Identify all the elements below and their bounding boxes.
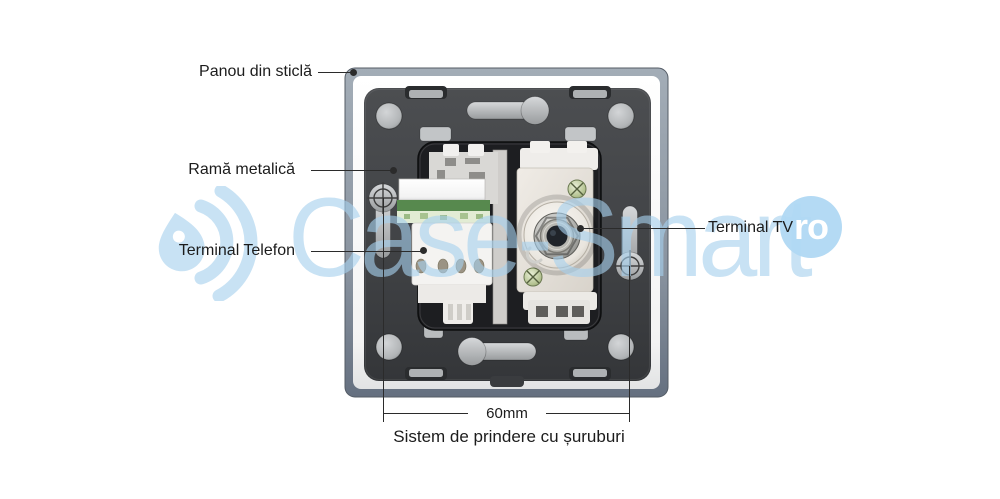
tv-module bbox=[516, 141, 598, 324]
mounting-slots bbox=[457, 96, 550, 366]
phone-module bbox=[397, 144, 498, 324]
phone-pcb bbox=[397, 200, 490, 223]
screw-crosshair-icon bbox=[614, 250, 646, 282]
mounting-holes bbox=[375, 102, 635, 361]
screw bbox=[567, 179, 587, 199]
coax-connector bbox=[516, 194, 598, 276]
screw bbox=[523, 267, 543, 287]
